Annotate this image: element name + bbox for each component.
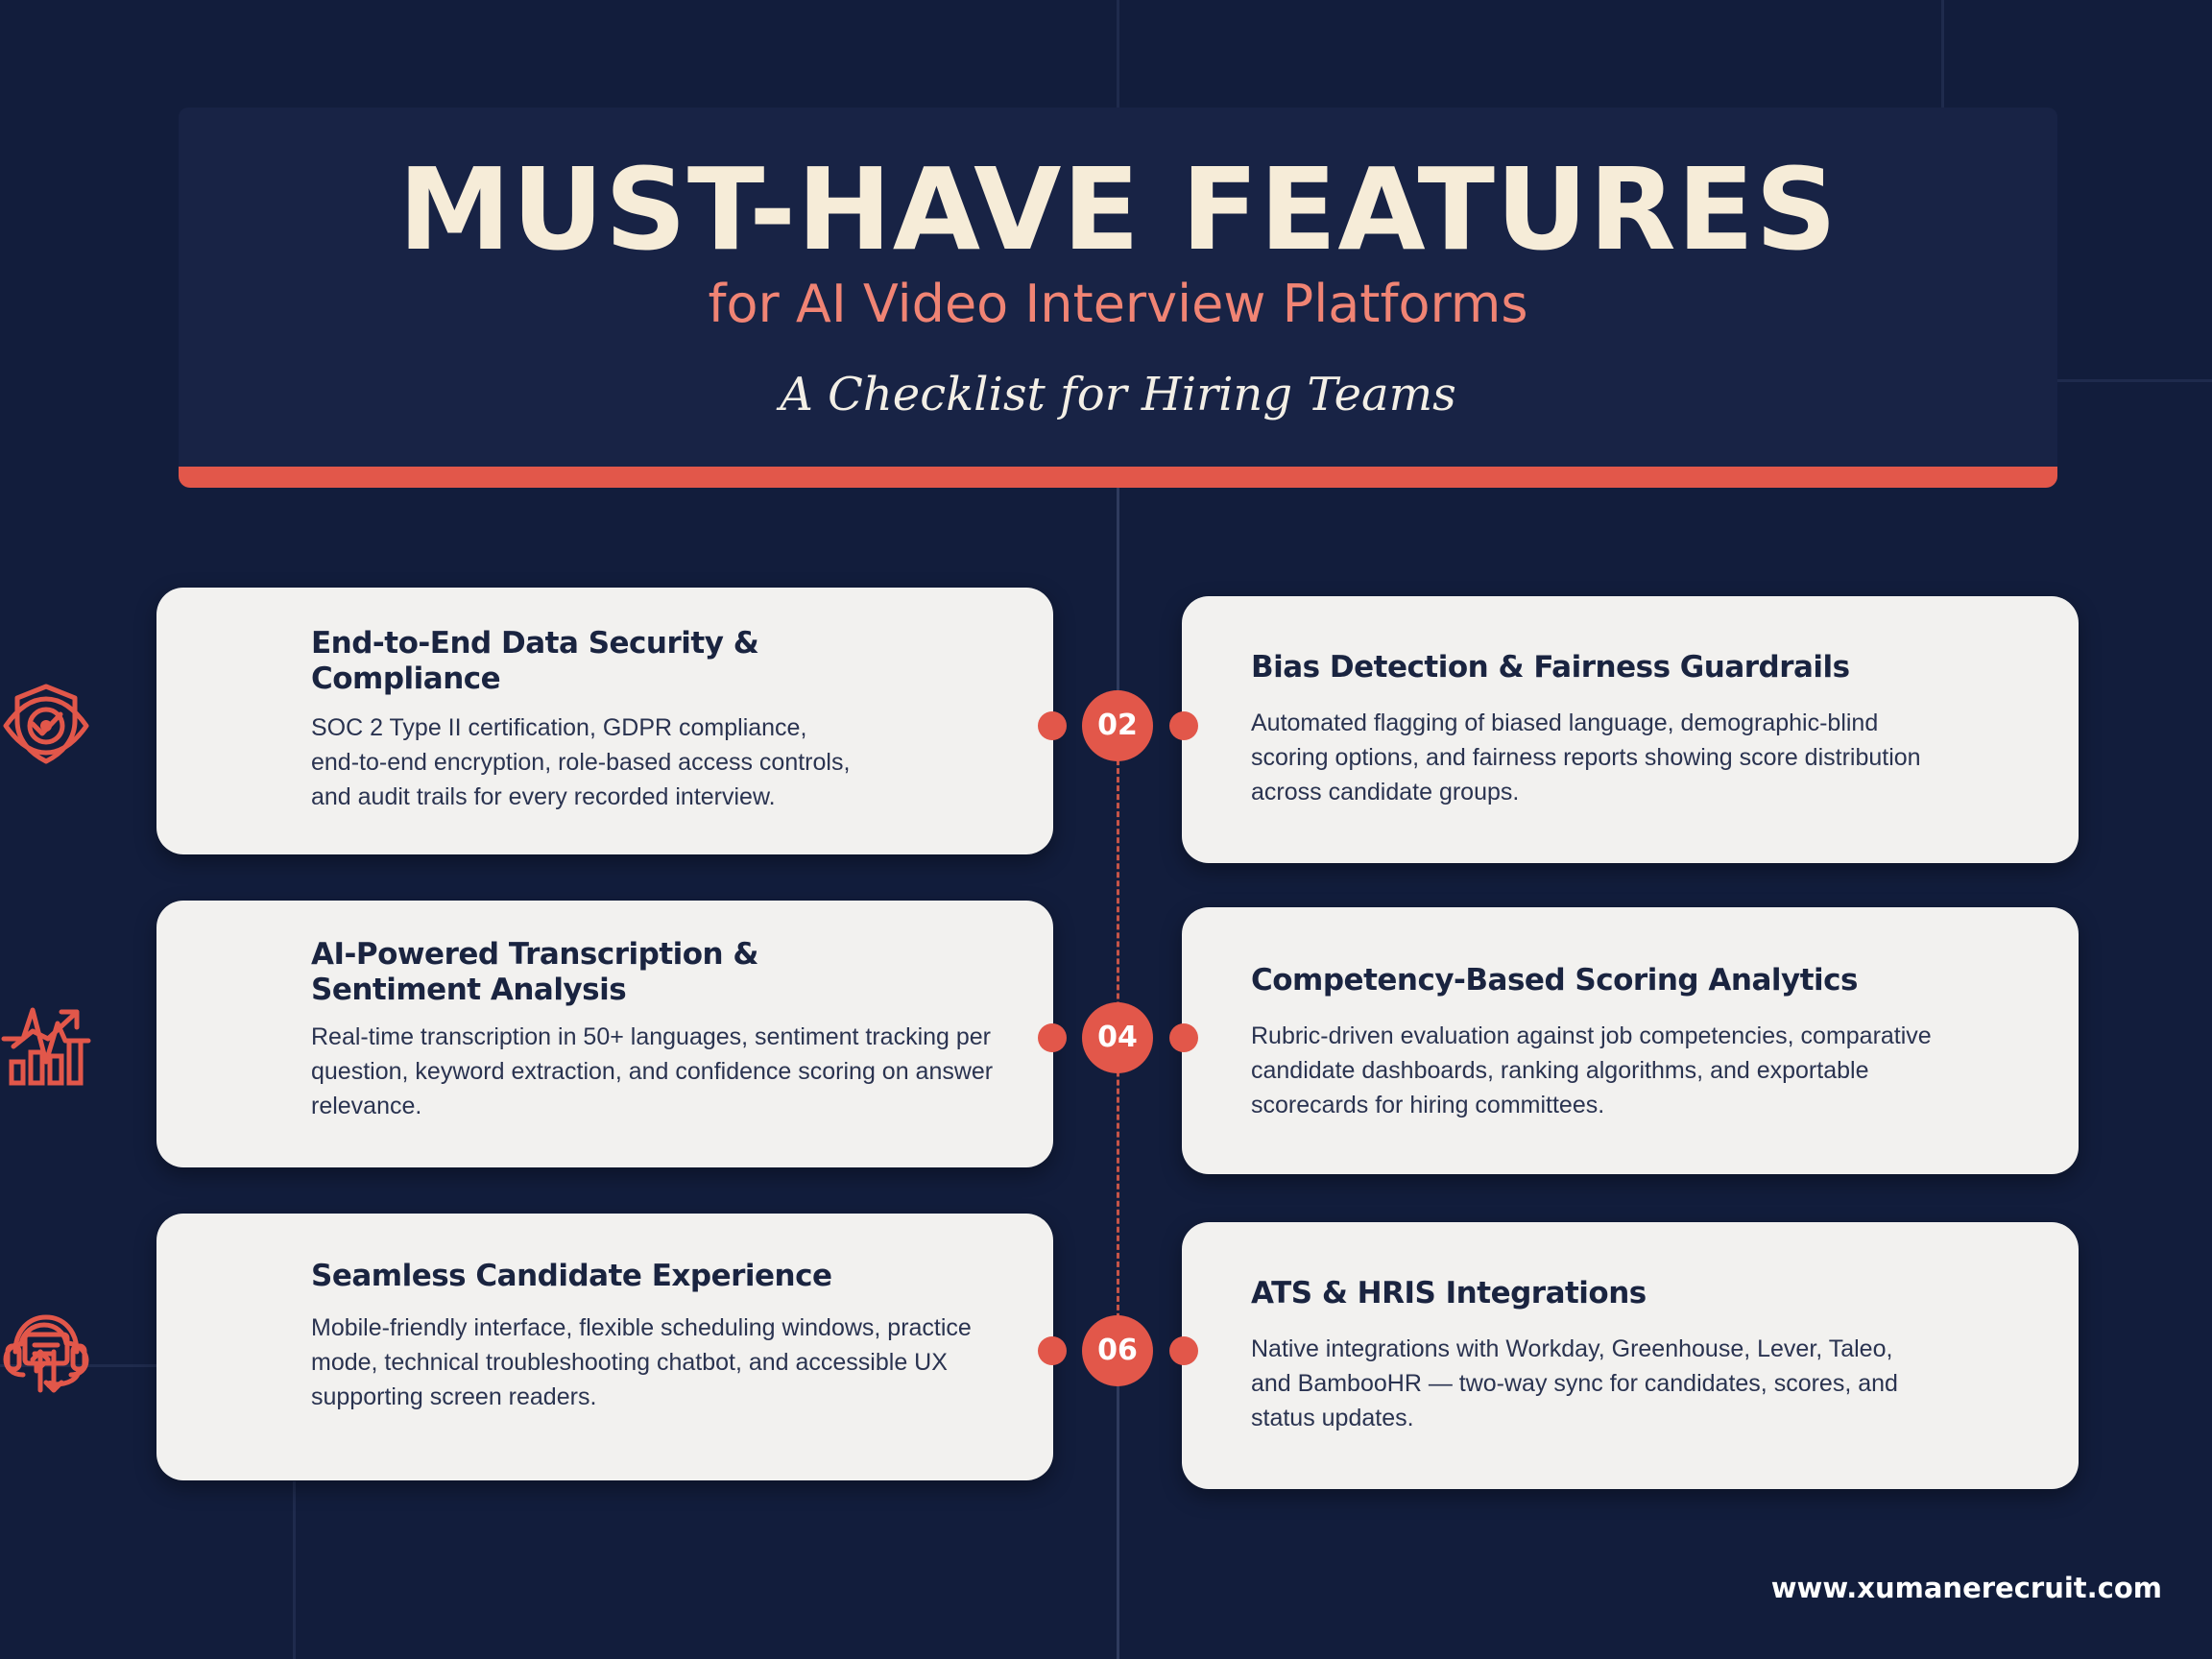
grid-line-vertical [1941, 0, 1944, 108]
feature-card-data-security: End-to-End Data Security & Compliance SO… [156, 588, 1053, 854]
eye-icon [3, 696, 89, 756]
feature-card-candidate-experience: Seamless Candidate Experience Mobile-fri… [156, 1214, 1053, 1480]
header-panel [179, 108, 2057, 469]
grid-line-horizontal [0, 1364, 156, 1367]
step-badge: 04 [1082, 1002, 1153, 1073]
feature-description: SOC 2 Type II certification, GDPR compli… [311, 714, 851, 810]
grid-line-vertical [1117, 0, 1119, 108]
grid-line-vertical [293, 1481, 296, 1659]
timeline-spine [1117, 1371, 1119, 1659]
page-subtitle: for AI Video Interview Platforms [708, 274, 1528, 334]
feature-description: Mobile-friendly interface, flexible sche… [311, 1314, 972, 1410]
feature-card-scoring-analytics: Competency-Based Scoring Analytics Rubri… [1182, 907, 2079, 1174]
grid-line-horizontal [2057, 379, 2212, 382]
feature-title: Bias Detection & Fairness Guardrails [1251, 650, 1850, 685]
connector-dot [1169, 1023, 1198, 1052]
feature-title: Competency-Based Scoring Analytics [1251, 963, 1859, 998]
connector-dot [1169, 1336, 1198, 1365]
feature-card-integrations: ATS & HRIS Integrations Native integrati… [1182, 1222, 2079, 1489]
feature-description: Native integrations with Workday, Greenh… [1251, 1335, 1898, 1431]
bar-chart-trend-icon [9, 1009, 84, 1086]
timeline-spine [1117, 488, 1119, 699]
feature-title: End-to-End Data Security & Compliance [311, 626, 759, 696]
feature-card-transcription: AI-Powered Transcription & Sentiment Ana… [156, 901, 1053, 1167]
connector-dot [1169, 711, 1198, 740]
footer-url[interactable]: www.xumanerecruit.com [1770, 1572, 2162, 1604]
page-title: MUST-HAVE FEATURES [397, 143, 1839, 276]
feature-description: Real-time transcription in 50+ languages… [311, 1023, 994, 1119]
header-accent-bar [179, 467, 2057, 488]
step-badge: 02 [1082, 690, 1153, 761]
feature-card-bias-detection: Bias Detection & Fairness Guardrails Aut… [1182, 596, 2079, 863]
shield-check-icon [14, 684, 78, 764]
connector-dot [1038, 1336, 1067, 1365]
page-tagline: A Checklist for Hiring Teams [780, 368, 1456, 421]
connector-dot [1038, 711, 1067, 740]
cloud-sync-icon [3, 1322, 89, 1393]
connector-dot [1038, 1023, 1067, 1052]
feature-description: Rubric-driven evaluation against job com… [1251, 1022, 1932, 1118]
feature-title: ATS & HRIS Integrations [1251, 1276, 1647, 1310]
feature-title: AI-Powered Transcription & Sentiment Ana… [311, 937, 758, 1007]
feature-title: Seamless Candidate Experience [311, 1259, 832, 1293]
feature-description: Automated flagging of biased language, d… [1251, 709, 1921, 805]
step-badge: 06 [1082, 1315, 1153, 1386]
